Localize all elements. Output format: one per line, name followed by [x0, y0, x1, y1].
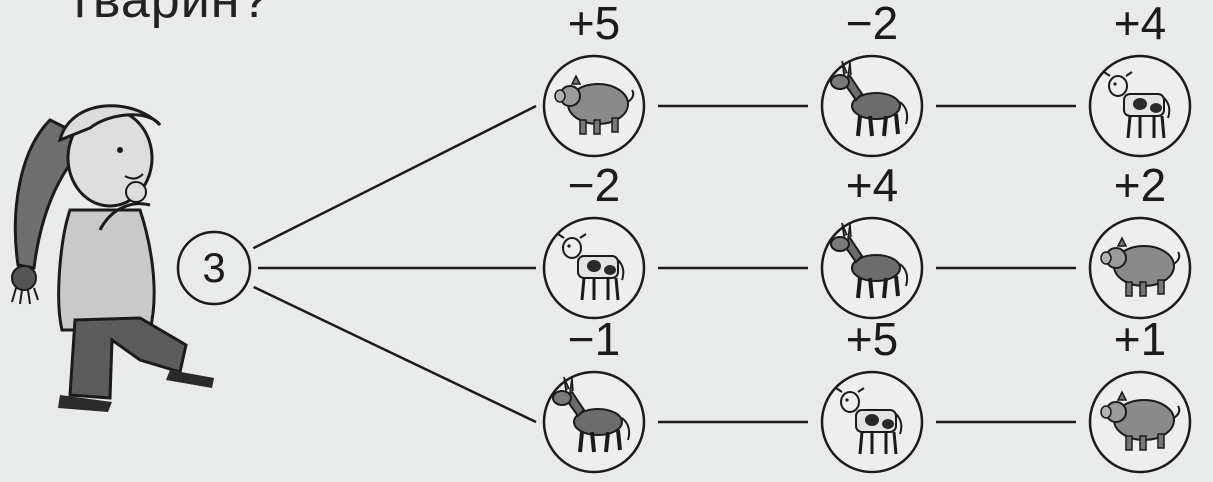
donkey-node: [544, 372, 644, 472]
cow-node: [1090, 56, 1190, 156]
operation-label: +1: [1080, 316, 1200, 362]
donkey-node: [822, 218, 922, 318]
start-value: 3: [174, 228, 254, 308]
cow-node: [822, 372, 922, 472]
operation-label: −2: [534, 162, 654, 208]
operation-label: +5: [812, 316, 932, 362]
donkey-node: [822, 56, 922, 156]
pig-node: [1090, 218, 1190, 318]
operation-label: +4: [1080, 0, 1200, 46]
operation-label: +5: [534, 0, 654, 46]
operation-label: −1: [534, 316, 654, 362]
cow-node: [544, 218, 644, 318]
connector-lines: [253, 106, 1076, 422]
branch-line-3: [254, 287, 536, 422]
pig-node: [1090, 372, 1190, 472]
pig-node: [544, 56, 644, 156]
branch-line-1: [253, 106, 536, 248]
operation-label: +2: [1080, 162, 1200, 208]
operation-label: −2: [812, 0, 932, 46]
operation-label: +4: [812, 162, 932, 208]
